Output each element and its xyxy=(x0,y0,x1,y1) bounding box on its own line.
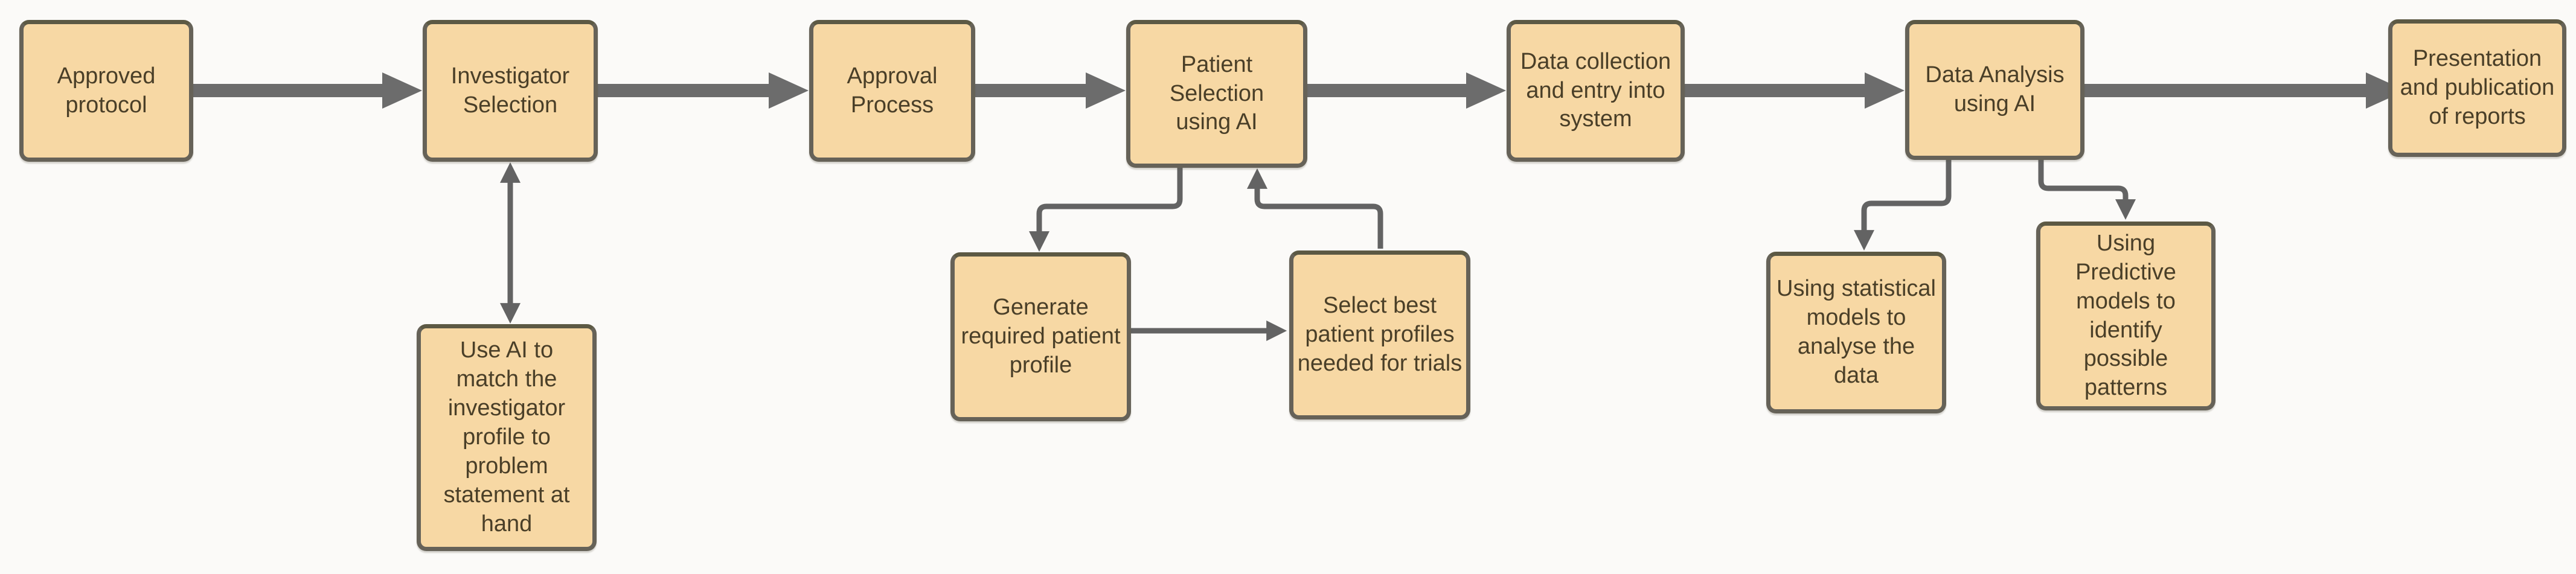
node-generate-patient-profile: Generate required patient profile xyxy=(950,252,1131,421)
node-label: Select best patient profiles needed for … xyxy=(1297,293,1463,376)
node-label: Approval Process xyxy=(847,63,938,118)
node-label: Data Analysis using AI xyxy=(1925,62,2065,116)
edge-analysis-to-statistical xyxy=(1854,160,1952,251)
node-label: Using statistical models to analyse the … xyxy=(1777,276,1936,388)
edge-analysis-to-predictive xyxy=(2038,160,2136,220)
edge-select-to-patient xyxy=(1247,168,1383,249)
node-approval-process: Approval Process xyxy=(809,20,975,162)
node-select-best-patient-profiles: Select best patient profiles needed for … xyxy=(1289,250,1470,419)
node-label: Using Predictive models to identify poss… xyxy=(2075,230,2176,401)
node-data-analysis-using-ai: Data Analysis using AI xyxy=(1905,20,2084,160)
node-label: Data collection and entry into system xyxy=(1520,48,1671,132)
node-label: Generate required patient profile xyxy=(961,295,1121,378)
node-approved-protocol: Approved protocol xyxy=(19,20,193,162)
node-using-predictive-models: Using Predictive models to identify poss… xyxy=(2036,222,2216,410)
node-investigator-selection: Investigator Selection xyxy=(423,20,598,162)
node-label: Investigator Selection xyxy=(450,63,570,118)
node-use-ai-match-investigator: Use AI to match the investigator profile… xyxy=(417,324,597,551)
node-presentation-publication: Presentation and publication of reports xyxy=(2388,19,2566,157)
node-patient-selection-using-ai: Patient Selection using AI xyxy=(1126,20,1307,168)
node-label: Presentation and publication of reports xyxy=(2400,46,2555,129)
node-label: Approved protocol xyxy=(57,63,156,118)
node-label: Use AI to match the investigator profile… xyxy=(443,337,570,537)
node-label: Patient Selection using AI xyxy=(1169,51,1264,135)
node-using-statistical-models: Using statistical models to analyse the … xyxy=(1766,252,1946,413)
node-data-collection: Data collection and entry into system xyxy=(1507,20,1685,162)
edge-patient-to-generate xyxy=(1029,168,1183,252)
